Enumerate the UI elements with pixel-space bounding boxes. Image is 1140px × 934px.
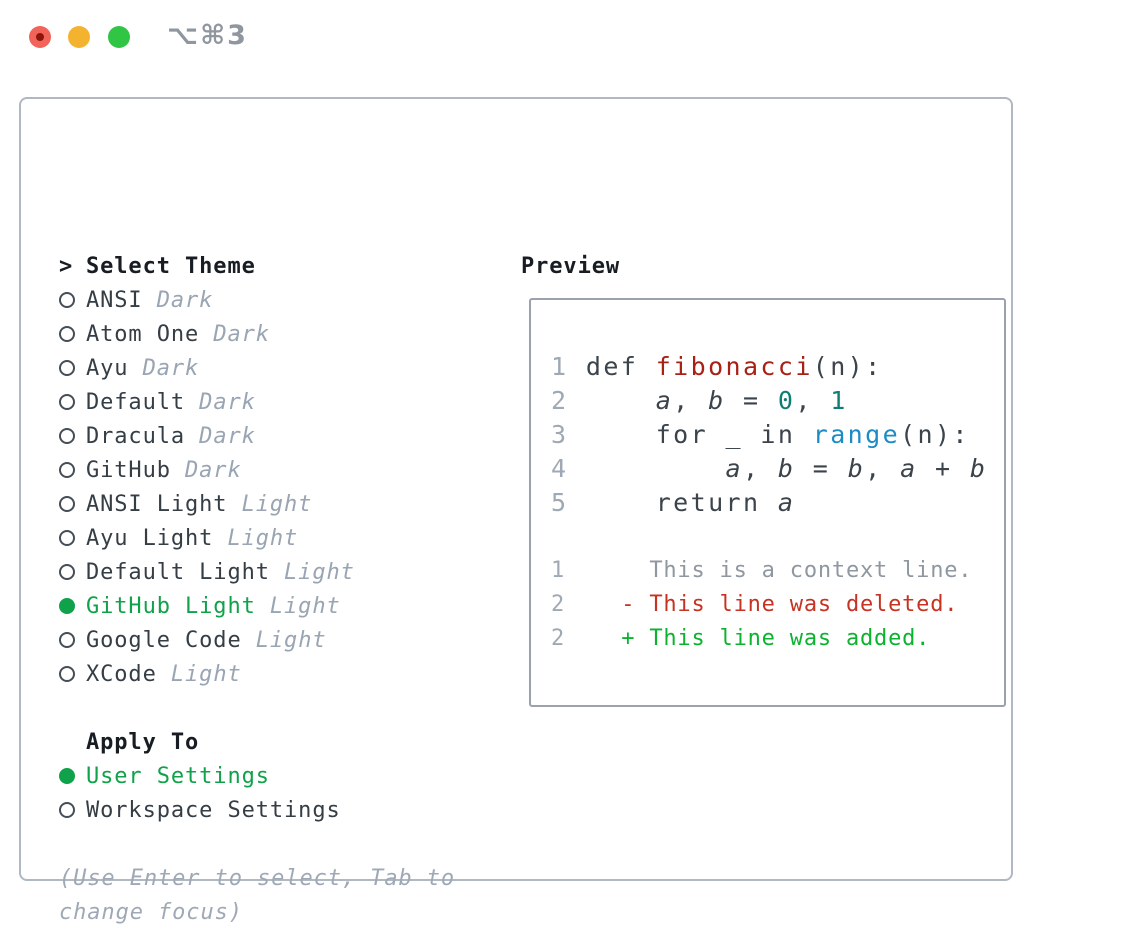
theme-option-label: Atom One Dark [86, 321, 270, 347]
theme-option-label: Default Dark [86, 389, 256, 415]
preview-code-line [551, 519, 987, 553]
preview-code-line: 4 a, b = b, a + b [551, 453, 988, 483]
radio-selected-icon [59, 768, 75, 784]
preview-content: 1 def fibonacci(n): 2 a, b = 0, 1 3 for _ … [551, 349, 987, 655]
theme-option-label: GitHub Light Light [86, 593, 341, 619]
radio-unselected-icon [59, 632, 75, 648]
theme-option-ayu[interactable]: Ayu Dark [59, 351, 455, 385]
apply-option-workspace-settings[interactable]: Workspace Settings [59, 793, 455, 827]
theme-option-label: ANSI Dark [86, 287, 214, 313]
theme-option-ayu-light[interactable]: Ayu Light Light [59, 521, 455, 555]
radio-unselected-icon [59, 292, 75, 308]
preview-diff-line: 2 - This line was deleted. [551, 591, 959, 617]
radio-unselected-icon [59, 326, 75, 342]
help-text-line: (Use Enter to select, Tab to [59, 865, 456, 891]
theme-option-google-code[interactable]: Google Code Light [59, 623, 455, 657]
radio-unselected-icon [59, 428, 75, 444]
apply-option-user-settings[interactable]: User Settings [59, 759, 455, 793]
apply-option-label: User Settings [86, 763, 270, 789]
theme-option-ansi[interactable]: ANSI Dark [59, 283, 455, 317]
radio-unselected-icon [59, 394, 75, 410]
radio-unselected-icon [59, 666, 75, 682]
minimize-button[interactable] [68, 26, 90, 48]
help-text-line: change focus) [59, 899, 243, 925]
theme-option-ansi-light[interactable]: ANSI Light Light [59, 487, 455, 521]
radio-unselected-icon [59, 496, 75, 512]
radio-selected-icon [59, 598, 75, 614]
theme-option-github[interactable]: GitHub Dark [59, 453, 455, 487]
theme-option-github-light[interactable]: GitHub Light Light [59, 589, 455, 623]
theme-option-label: Ayu Dark [86, 355, 200, 381]
theme-option-label: Ayu Light Light [86, 525, 299, 551]
radio-unselected-icon [59, 802, 75, 818]
zoom-button[interactable] [108, 26, 130, 48]
theme-option-label: Google Code Light [86, 627, 327, 653]
close-button[interactable] [29, 26, 51, 48]
theme-option-default-light[interactable]: Default Light Light [59, 555, 455, 589]
spacer [59, 827, 455, 861]
preview-code-line: 3 for _ in range(n): [551, 419, 970, 449]
window-titlebar: ⌥⌘3 [0, 0, 1140, 75]
apply-option-label: Workspace Settings [86, 797, 341, 823]
spacer [59, 691, 455, 725]
preview-header: Preview [521, 253, 621, 279]
theme-option-xcode[interactable]: XCode Light [59, 657, 455, 691]
theme-option-atom-one[interactable]: Atom One Dark [59, 317, 455, 351]
theme-option-label: ANSI Light Light [86, 491, 313, 517]
window-title: ⌥⌘3 [167, 20, 248, 51]
select-theme-label: Select Theme [86, 253, 256, 279]
preview-code-line: 5 return a [551, 487, 796, 517]
select-theme-header: > Select Theme [59, 249, 455, 283]
radio-unselected-icon [59, 360, 75, 376]
preview-diff-line: 1 This is a context line. [551, 557, 973, 583]
theme-option-dracula[interactable]: Dracula Dark [59, 419, 455, 453]
apply-to-header: Apply To [59, 725, 455, 759]
radio-unselected-icon [59, 530, 75, 546]
radio-unselected-icon [59, 462, 75, 478]
preview-code-line: 1 def fibonacci(n): [551, 351, 883, 381]
theme-option-label: Default Light Light [86, 559, 355, 585]
preview-box: 1 def fibonacci(n): 2 a, b = 0, 1 3 for _ … [529, 298, 1006, 707]
radio-unselected-icon [59, 564, 75, 580]
theme-option-label: XCode Light [86, 661, 242, 687]
apply-to-label: Apply To [86, 729, 200, 755]
theme-option-default[interactable]: Default Dark [59, 385, 455, 419]
unsaved-dot-icon [36, 33, 44, 41]
theme-option-label: Dracula Dark [86, 423, 256, 449]
theme-option-label: GitHub Dark [86, 457, 242, 483]
preview-diff-line: 2 + This line was added. [551, 625, 931, 651]
preview-code-line: 2 a, b = 0, 1 [551, 385, 848, 415]
prompt-icon: > [59, 253, 74, 279]
